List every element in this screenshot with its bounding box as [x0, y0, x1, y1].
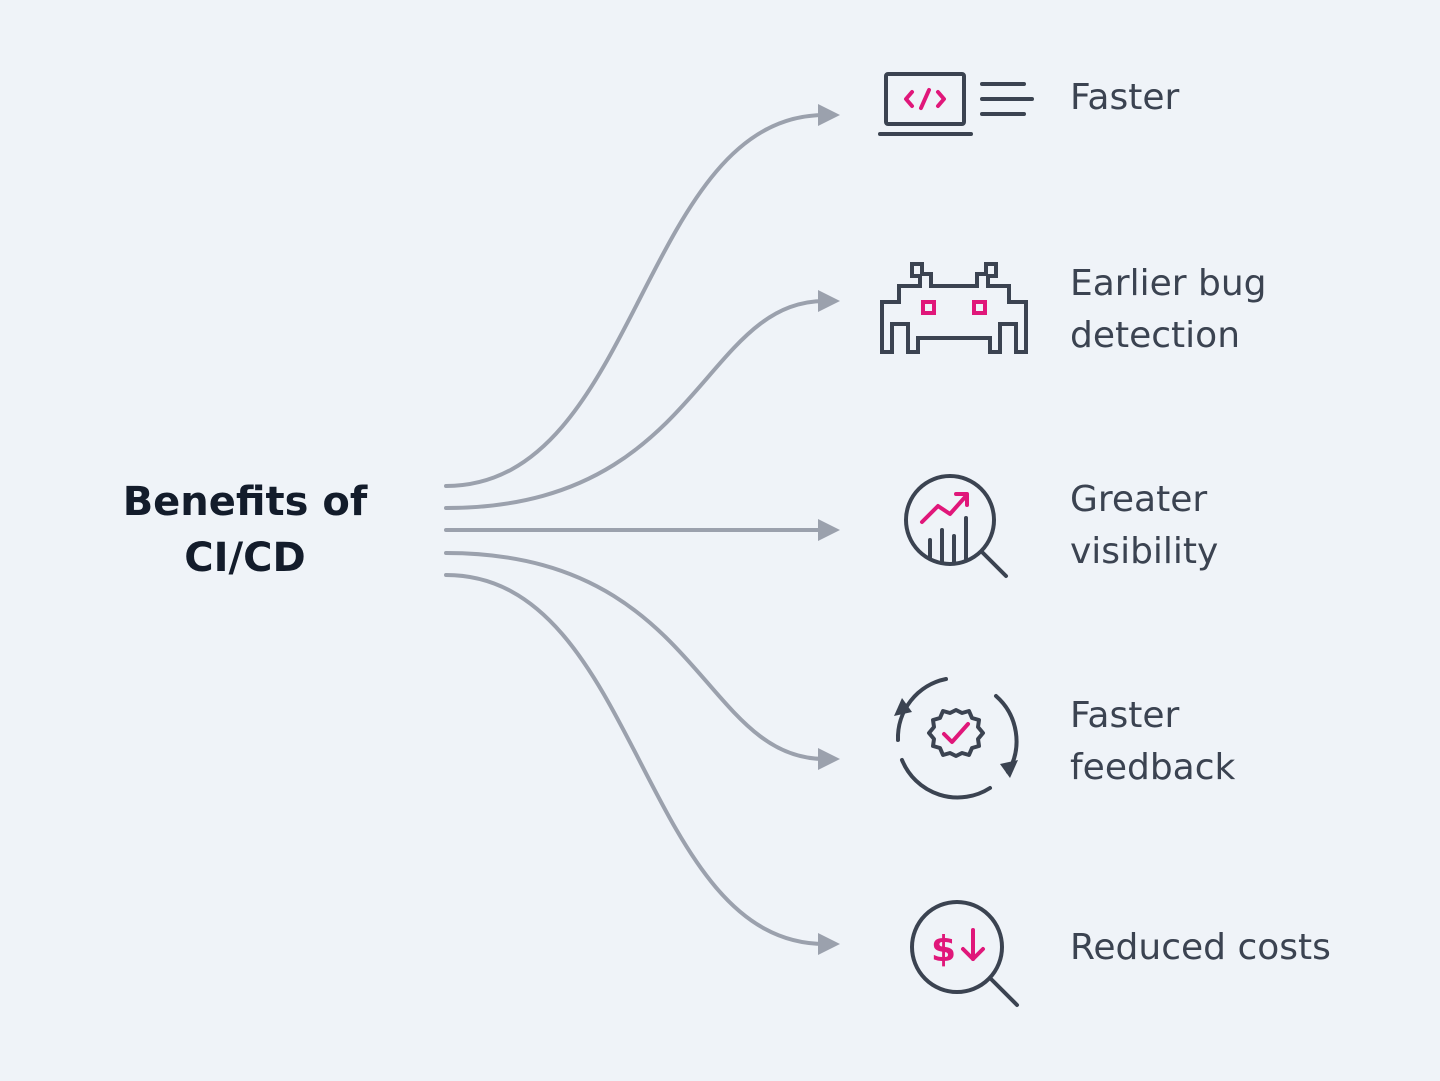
pixel-bug-icon: [880, 262, 1028, 354]
benefit-costs-line-1: Reduced costs: [1070, 927, 1331, 968]
arrowhead-faster-feedback: [818, 748, 840, 770]
benefit-visibility-line-1: Greater: [1070, 479, 1208, 520]
magnifier-dollar-down-icon: $: [910, 900, 1019, 1007]
arrowhead-faster: [818, 104, 840, 126]
arrow-to-reduced-costs: [444, 573, 827, 946]
title-line-1: Benefits of: [122, 479, 368, 525]
arrowhead-greater-visibility: [818, 519, 840, 541]
benefit-feedback-line-1: Faster: [1070, 695, 1180, 736]
arrow-to-faster-feedback: [444, 551, 827, 761]
benefit-label-faster: Faster: [1070, 72, 1179, 124]
arrow-to-earlier-bug-detection: [444, 299, 827, 510]
diagram-title: Benefits of CI/CD: [100, 474, 390, 586]
title-line-2: CI/CD: [184, 535, 306, 581]
benefit-visibility-line-2: visibility: [1070, 531, 1219, 572]
cycle-gear-check-icon: [894, 677, 1019, 800]
arrowhead-earlier-bug-detection: [818, 290, 840, 312]
svg-text:$: $: [931, 929, 956, 970]
benefit-faster-line-1: Faster: [1070, 77, 1180, 118]
benefit-feedback-line-2: feedback: [1070, 747, 1236, 788]
benefit-label-greater-visibility: Greater visibility: [1070, 474, 1218, 578]
benefit-label-faster-feedback: Faster feedback: [1070, 690, 1235, 794]
arrow-to-faster: [444, 113, 827, 488]
laptop-code-speed-icon: [878, 72, 1034, 136]
benefit-label-earlier-bug-detection: Earlier bug detection: [1070, 258, 1267, 362]
benefit-bug-line-2: detection: [1070, 315, 1241, 356]
arrowhead-reduced-costs: [818, 933, 840, 955]
benefit-label-reduced-costs: Reduced costs: [1070, 922, 1331, 974]
benefit-bug-line-1: Earlier bug: [1070, 263, 1267, 304]
magnifier-chart-icon: [904, 474, 1008, 578]
